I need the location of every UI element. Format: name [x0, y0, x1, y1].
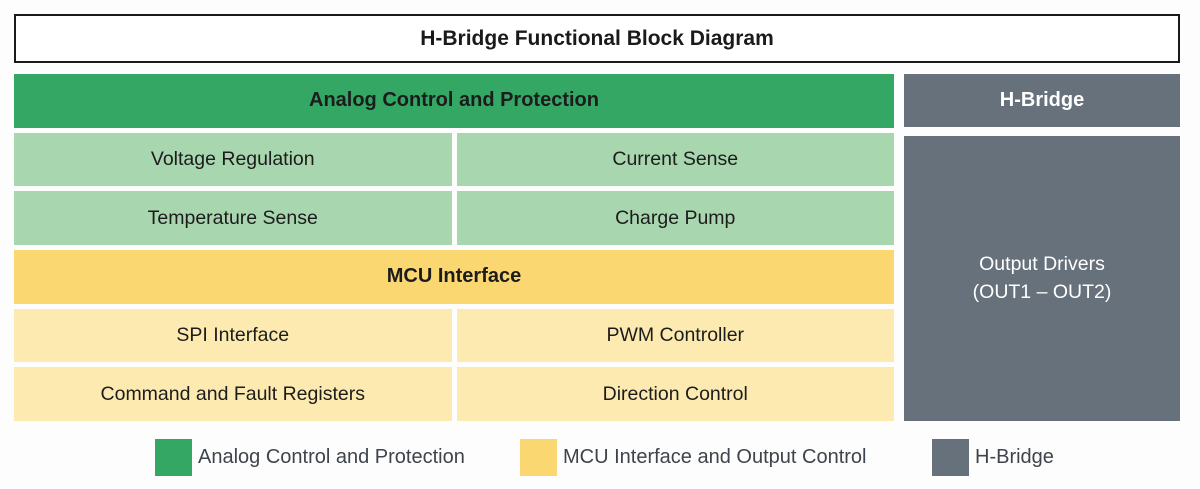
- legend-item-mcu: MCU Interface and Output Control: [520, 438, 866, 476]
- legend-swatch-yellow: [520, 438, 557, 476]
- block-temperature-sense: Temperature Sense: [14, 191, 452, 246]
- output-drivers-line1: Output Drivers: [979, 253, 1105, 276]
- legend-item-hbridge: H-Bridge: [932, 438, 1054, 476]
- legend-label-mcu: MCU Interface and Output Control: [563, 445, 867, 468]
- block-direction-control: Direction Control: [456, 367, 894, 422]
- block-charge-pump: Charge Pump: [456, 191, 894, 246]
- legend-swatch-gray: [932, 438, 969, 476]
- control-column: Analog Control and Protection Voltage Re…: [14, 74, 894, 422]
- output-drivers-line2: (OUT1 – OUT2): [972, 280, 1112, 303]
- diagram-body: Analog Control and Protection Voltage Re…: [14, 74, 1180, 422]
- legend-item-analog: Analog Control and Protection: [155, 438, 465, 476]
- block-spi-interface: SPI Interface: [14, 308, 452, 363]
- section-mcu-interface: MCU Interface: [14, 250, 894, 304]
- block-pwm-controller: PWM Controller: [456, 308, 894, 363]
- diagram-title: H-Bridge Functional Block Diagram: [14, 14, 1180, 63]
- legend-label-analog: Analog Control and Protection: [198, 445, 465, 468]
- block-command-and-fault-registers: Command and Fault Registers: [14, 367, 452, 422]
- section-h-bridge: H-Bridge: [904, 74, 1180, 127]
- block-output-drivers: Output Drivers (OUT1 – OUT2): [904, 136, 1180, 421]
- diagram-title-text: H-Bridge Functional Block Diagram: [420, 26, 774, 50]
- block-current-sense: Current Sense: [456, 132, 894, 187]
- hbridge-column: H-Bridge Output Drivers (OUT1 – OUT2): [904, 74, 1180, 421]
- block-voltage-regulation: Voltage Regulation: [14, 132, 452, 187]
- legend-label-hbridge: H-Bridge: [975, 445, 1054, 468]
- legend-swatch-green: [155, 438, 192, 476]
- section-analog-control-and-protection: Analog Control and Protection: [14, 74, 894, 128]
